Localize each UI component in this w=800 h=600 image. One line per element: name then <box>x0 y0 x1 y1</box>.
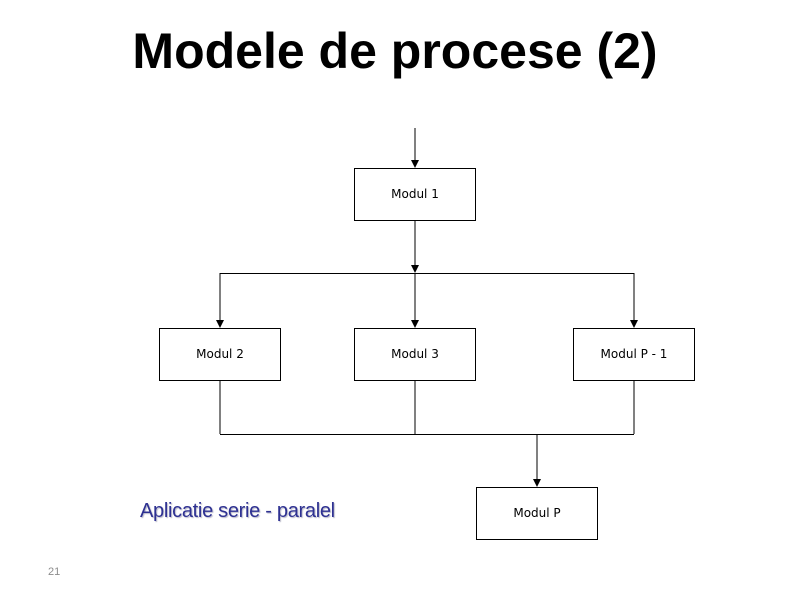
slide-number: 21 <box>48 566 61 578</box>
slide-title: Modele de procese (2) <box>132 23 658 79</box>
module-p-label: Modul P <box>513 506 560 520</box>
module-2-box: Modul 2 <box>159 328 281 381</box>
module-p-minus-1-box: Modul P - 1 <box>573 328 695 381</box>
module-2-label: Modul 2 <box>196 347 244 361</box>
module-p-minus-1-label: Modul P - 1 <box>601 347 668 361</box>
module-p-box: Modul P <box>476 487 598 540</box>
diagram-caption: Aplicatie serie - paralel <box>140 500 335 522</box>
module-1-box: Modul 1 <box>354 168 476 221</box>
module-1-label: Modul 1 <box>391 187 439 201</box>
module-3-box: Modul 3 <box>354 328 476 381</box>
module-3-label: Modul 3 <box>391 347 439 361</box>
